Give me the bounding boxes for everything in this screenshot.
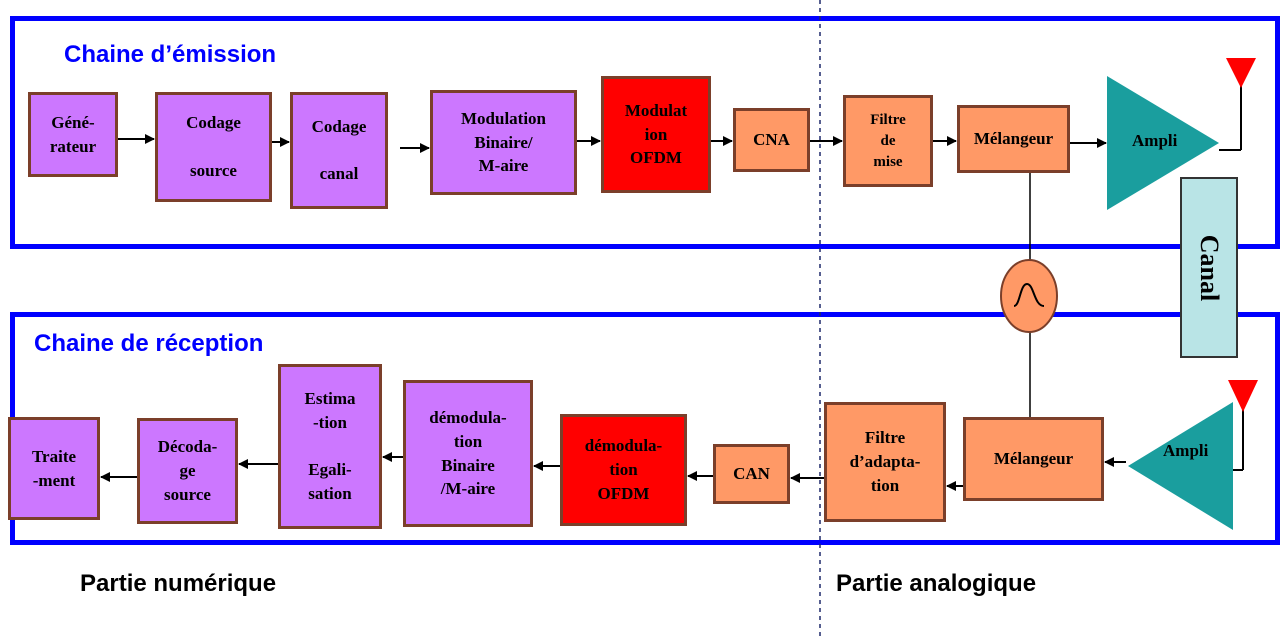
- decodage-source-block: Décoda- ge source: [137, 418, 238, 524]
- reception-title: Chaine de réception: [34, 330, 264, 357]
- emission-frame: [10, 16, 1280, 249]
- modulation-ofdm-block: Modulat ion OFDM: [601, 76, 711, 193]
- reception-ampli-label: Ampli: [1163, 441, 1209, 460]
- traitement-block: Traite -ment: [8, 417, 100, 520]
- partie-analogique-label: Partie analogique: [836, 570, 1037, 597]
- reception-arrows: [100, 452, 1126, 491]
- emission-amplifier-icon: [1107, 76, 1219, 210]
- codage-source-block: Codage source: [155, 92, 272, 202]
- can-block: CAN: [713, 444, 790, 504]
- reception-antenna-icon: [1228, 380, 1258, 412]
- filtre-adaptation-block: Filtre d’adapta- tion: [824, 402, 946, 522]
- demodulation-binaire-block: démodula- tion Binaire /M-aire: [403, 380, 533, 527]
- emission-arrows: [118, 134, 1107, 153]
- reception-amplifier-icon: [1128, 402, 1233, 530]
- demodulation-ofdm-block: démodula- tion OFDM: [560, 414, 687, 526]
- cna-block: CNA: [733, 108, 810, 172]
- canal-block: Canal: [1180, 177, 1238, 358]
- emission-title: Chaine d’émission: [64, 41, 277, 68]
- emission-ampli-label: Ampli: [1132, 131, 1178, 150]
- estimation-egalisation-block: Estima -tion Egali- sation: [278, 364, 382, 529]
- emission-antenna-icon: [1226, 58, 1256, 88]
- oscillator-sine: [1013, 282, 1045, 307]
- partie-numerique-label: Partie numérique: [80, 570, 277, 597]
- generateur-block: Géné- rateur: [28, 92, 118, 177]
- oscillator-icon: [1000, 259, 1058, 333]
- melangeur-reception-block: Mélangeur: [963, 417, 1104, 501]
- modulation-binaire-block: Modulation Binaire/ M-aire: [430, 90, 577, 195]
- filtre-mise-block: Filtre de mise: [843, 95, 933, 187]
- melangeur-emission-block: Mélangeur: [957, 105, 1070, 173]
- codage-canal-block: Codage canal: [290, 92, 388, 209]
